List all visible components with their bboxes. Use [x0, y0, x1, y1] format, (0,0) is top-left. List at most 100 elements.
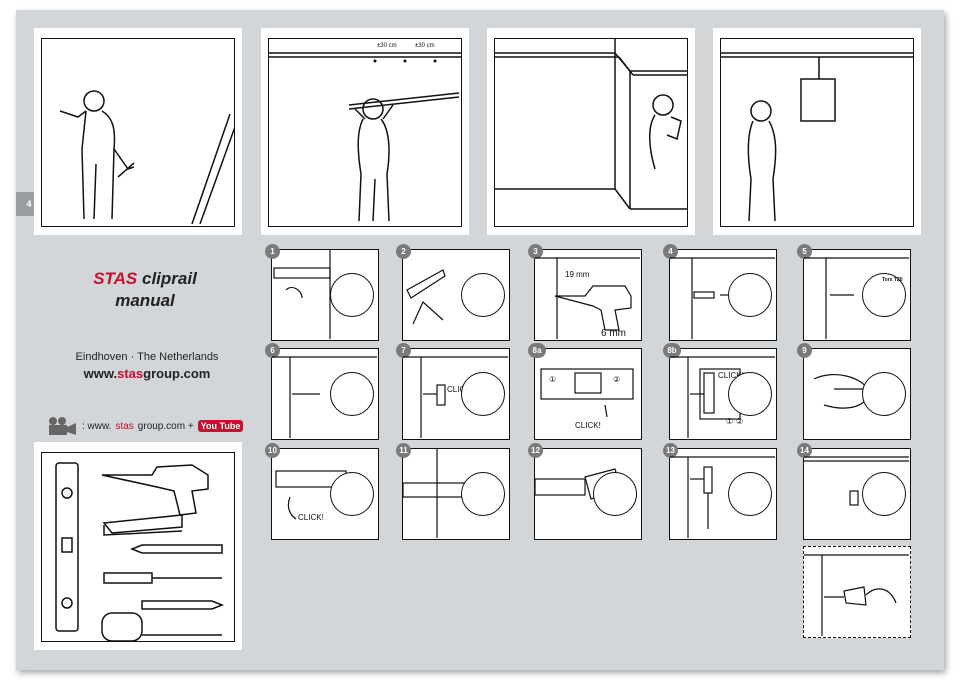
step-8a: 8a ① ② CLICK!	[528, 343, 642, 440]
step-4-badge: 4	[663, 244, 678, 259]
step-5: 5 Torx T20	[797, 244, 911, 341]
step-1-badge: 1	[265, 244, 280, 259]
step-3-drawing	[535, 257, 640, 339]
step-3: 3 19 mm 6 mm	[528, 244, 642, 341]
step-11-badge: 11	[396, 443, 411, 458]
website-link[interactable]: www.stasgroup.com	[62, 366, 232, 381]
website-prefix: www.	[83, 366, 118, 381]
step-10: 10 CLICK!	[265, 443, 379, 540]
step-6-detail	[330, 372, 374, 416]
step-7: 7 CLICK!	[396, 343, 510, 440]
step-8b-detail	[728, 372, 772, 416]
step-11-detail	[461, 472, 505, 516]
step-8b-click-label: CLICK!	[718, 371, 744, 380]
youtube-logo[interactable]: You Tube	[197, 420, 244, 432]
step-6-badge: 6	[265, 343, 280, 358]
step-8a-marker-1: ①	[549, 375, 557, 384]
step-13-badge: 13	[663, 443, 678, 458]
screwdriver-icon	[103, 572, 222, 584]
measure-label-1: ±30 cm	[377, 43, 397, 49]
step-9-badge: 9	[797, 343, 812, 358]
step-14-drawing	[804, 456, 909, 506]
step-7-drawing	[403, 356, 508, 438]
step-8a-badge: 8a	[528, 343, 546, 358]
spirit-level-icon	[55, 462, 79, 632]
step-4-detail	[728, 273, 772, 317]
step-7-badge: 7	[396, 343, 411, 358]
step-7-click-label: CLICK!	[447, 385, 473, 394]
step-7-detail	[461, 372, 505, 416]
step-optional-drawing	[804, 554, 909, 636]
tools-panel	[34, 442, 242, 650]
website-accent: stas	[117, 366, 144, 381]
video-text-suffix: group.com +	[137, 420, 194, 432]
step-9-detail	[862, 372, 906, 416]
tape-measure-icon	[101, 612, 143, 641]
product-name: cliprail	[142, 269, 197, 288]
step-2-drawing	[406, 269, 446, 325]
step-3-badge: 3	[528, 244, 543, 259]
illustration-corner-wall	[487, 28, 695, 235]
step-8b: 8b CLICK! ① ②	[663, 343, 777, 440]
step-4-drawing	[670, 257, 775, 339]
location-text: Eindhoven · The Netherlands	[75, 351, 219, 363]
person-marking-drawing	[59, 90, 234, 225]
step-8b-marker-1: ①	[726, 417, 734, 426]
step-13-detail	[728, 472, 772, 516]
website-suffix: group.com	[143, 366, 211, 381]
step-3-bit-label: 6 mm	[601, 328, 626, 339]
step-5-torx-label: Torx T20	[882, 277, 903, 283]
step-5-detail	[862, 273, 906, 317]
title-manual: manual	[115, 291, 175, 310]
person-holding-rail-drawing	[269, 52, 461, 222]
step-4: 4	[663, 244, 777, 341]
hacksaw-icon	[102, 514, 183, 536]
step-8a-click-label: CLICK!	[575, 421, 601, 430]
person-at-corner-drawing	[495, 39, 687, 210]
step-2-badge: 2	[396, 244, 411, 259]
step-5-badge: 5	[797, 244, 812, 259]
pencil-icon	[129, 544, 223, 554]
step-8b-badge: 8b	[663, 343, 681, 358]
step-14-detail	[862, 472, 906, 516]
step-10-click-label: CLICK!	[298, 513, 324, 522]
step-9: 9	[797, 343, 911, 440]
step-10-badge: 10	[265, 443, 280, 458]
illustration-mark-wall	[34, 28, 242, 235]
person-with-hanging-frame-drawing	[721, 52, 913, 222]
step-14: 14	[797, 443, 911, 540]
drill-icon	[101, 464, 209, 516]
step-8a-marker-2: ②	[613, 375, 621, 384]
step-10-detail	[330, 472, 374, 516]
step-13: 13	[663, 443, 777, 540]
step-11: 11	[396, 443, 510, 540]
step-8b-marker-2: ②	[736, 417, 744, 426]
step-6-drawing	[272, 356, 377, 438]
video-camera-icon	[49, 417, 76, 435]
step-8a-drawing	[540, 368, 634, 418]
page-number: 4	[26, 199, 32, 209]
step-1-detail	[330, 273, 374, 317]
step-2: 2	[396, 244, 510, 341]
tools-drawing	[55, 462, 225, 641]
video-accent: stas	[115, 420, 134, 432]
step-14-badge: 14	[797, 443, 812, 458]
measure-label-2: ±30 cm	[415, 43, 435, 49]
illustration-measure-rail: ±30 cm ±30 cm	[261, 28, 469, 235]
step-3-depth-label: 19 mm	[565, 270, 590, 279]
step-13-drawing	[670, 456, 775, 538]
step-5-drawing	[804, 257, 909, 339]
manual-page: 4	[16, 10, 944, 670]
brand-name: STAS	[93, 269, 138, 288]
illustration-hanging-object	[713, 28, 921, 235]
step-12: 12	[528, 443, 642, 540]
step-optional-brush	[803, 546, 911, 638]
step-2-detail	[461, 273, 505, 317]
step-12-detail	[593, 472, 637, 516]
video-text-prefix: : www.	[82, 420, 112, 432]
step-6: 6	[265, 343, 379, 440]
step-1: 1	[265, 244, 379, 341]
drill-bit-icon	[141, 600, 225, 610]
step-12-badge: 12	[528, 443, 543, 458]
